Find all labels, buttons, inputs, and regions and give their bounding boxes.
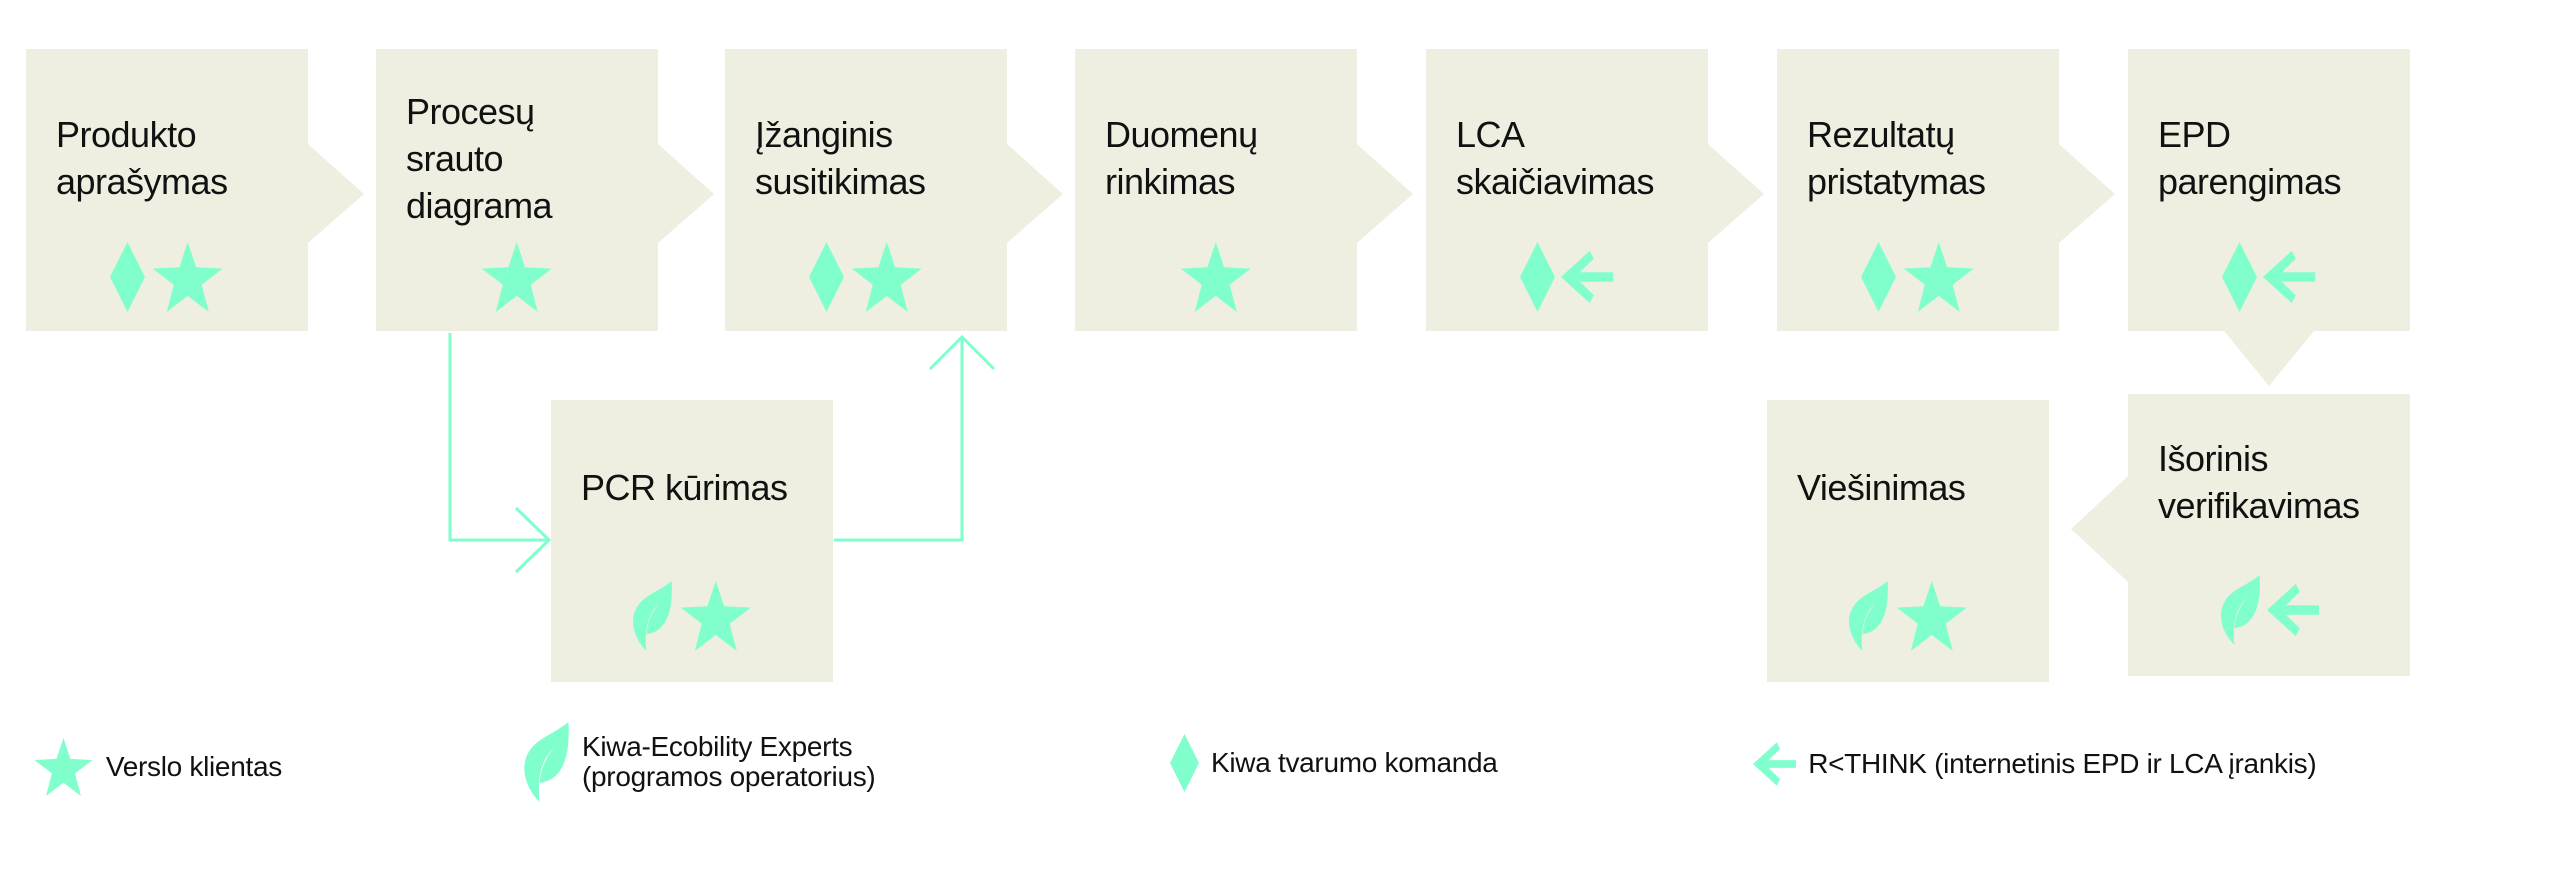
step-label-line: susitikimas (755, 161, 926, 202)
step-roles (1777, 239, 2059, 315)
step-label: Įžanginis susitikimas (755, 49, 999, 267)
step-label-line: Procesų (406, 90, 535, 132)
step-label-line: parengimas (2158, 161, 2342, 202)
arrow-notch-down (2224, 331, 2314, 386)
legend-label-line: Kiwa tvarumo komanda (1211, 747, 1498, 778)
step-produkto: Produkto aprašymas (26, 49, 308, 331)
legend-label: Kiwa-Ecobility Experts(programos operato… (582, 731, 876, 792)
arrow-icon (2266, 583, 2320, 637)
arrow-notch (308, 144, 364, 243)
step-label-line: aprašymas (56, 161, 228, 202)
star-icon (1903, 242, 1974, 312)
step-label: PCR kūrimas (581, 400, 825, 575)
star-icon (152, 242, 223, 312)
leaf-icon (524, 722, 569, 802)
step-label-line: Produkto (56, 114, 197, 155)
step-roles (2128, 572, 2410, 648)
step-label: Rezultatų pristatymas (1807, 49, 2051, 267)
legend-item-diamond: Kiwa tvarumo komanda (1170, 734, 1498, 792)
diamond-icon (808, 242, 844, 312)
step-label: Produkto aprašymas (56, 49, 300, 267)
connector-to-pcr (448, 333, 549, 542)
step-pcr: PCR kūrimas (551, 400, 833, 682)
arrow-notch (1007, 144, 1063, 243)
connector-from-pcr (834, 337, 964, 542)
step-label: Duomenų rinkimas (1105, 49, 1349, 267)
diamond-icon (109, 242, 145, 312)
step-roles (1075, 239, 1357, 315)
step-label-line: pristatymas (1807, 161, 1986, 202)
step-duomenu: Duomenų rinkimas (1075, 49, 1357, 331)
step-label: LCA skaičiavimas (1456, 49, 1700, 267)
diamond-icon (2222, 242, 2258, 312)
step-label-line: LCA (1456, 114, 1525, 155)
arrow-notch (1708, 144, 1764, 243)
diamond-icon (1170, 734, 1199, 792)
step-lca: LCA skaičiavimas (1426, 49, 1708, 331)
arrow-notch-left (2071, 476, 2128, 582)
step-label-line: PCR kūrimas (581, 467, 788, 508)
legend-item-leaf: Kiwa-Ecobility Experts(programos operato… (522, 722, 876, 802)
star-icon (1897, 581, 1967, 651)
step-epd: EPD parengimas (2128, 49, 2410, 331)
arrowhead-right (514, 506, 552, 574)
step-label-line: Išorinis (2158, 437, 2269, 479)
legend-label-line: R<THINK (internetinis EPD ir LCA įrankis… (1808, 748, 2317, 779)
leaf-icon (2220, 575, 2260, 645)
step-label-line: diagrama (406, 184, 553, 226)
step-label-line: EPD (2158, 114, 2231, 155)
diamond-icon (1520, 242, 1556, 312)
step-viesinimas: Viešinimas (1767, 400, 2049, 682)
step-label: Išorinis verifikavimas (2158, 394, 2402, 569)
star-icon (1181, 242, 1251, 312)
step-rezultatu: Rezultatų pristatymas (1777, 49, 2059, 331)
legend-label-line: Verslo klientas (105, 751, 282, 782)
step-label-line: srauto (406, 137, 504, 179)
legend-label: Kiwa tvarumo komanda (1211, 748, 1498, 778)
arrowhead-up (928, 334, 996, 371)
step-roles (1426, 239, 1708, 315)
step-izanginis: Įžanginis susitikimas (725, 49, 1007, 331)
diamond-icon (1860, 242, 1896, 312)
legend-item-star: Verslo klientas (33, 738, 282, 796)
arrow-notch (1357, 144, 1413, 243)
step-label-line: rinkimas (1105, 161, 1236, 202)
step-label-line: verifikavimas (2158, 484, 2360, 526)
step-label: Procesų srauto diagrama (406, 49, 650, 267)
star-icon (851, 242, 922, 312)
legend-label: R<THINK (internetinis EPD ir LCA įrankis… (1808, 749, 2316, 779)
step-label-line: Viešinimas (1797, 467, 1966, 508)
step-procesu: Procesų srauto diagrama (376, 49, 658, 331)
step-roles (725, 239, 1007, 315)
arrow-notch (658, 144, 714, 243)
legend-label: Verslo klientas (106, 752, 282, 782)
arrow-icon (1561, 250, 1614, 304)
step-label-line: Rezultatų (1807, 114, 1955, 155)
step-roles (1767, 578, 2049, 654)
step-roles (551, 578, 833, 654)
step-roles (2128, 239, 2410, 315)
legend-item-arrow: R<THINK (internetinis EPD ir LCA įrankis… (1753, 740, 2317, 788)
leaf-icon (1849, 581, 1889, 651)
step-roles (376, 239, 658, 315)
arrow-notch (2059, 144, 2115, 243)
step-label: Viešinimas (1797, 400, 2041, 575)
legend-label-line: Kiwa-Ecobility Experts (582, 731, 853, 762)
star-icon (482, 242, 552, 312)
step-label-line: skaičiavimas (1456, 161, 1655, 202)
step-isorinis: Išorinis verifikavimas (2128, 394, 2410, 676)
arrow-icon (1753, 742, 1797, 786)
step-label-line: Įžanginis (755, 114, 893, 155)
step-label: EPD parengimas (2158, 49, 2402, 267)
star-icon (34, 738, 93, 796)
star-icon (681, 581, 751, 651)
leaf-icon (633, 581, 673, 651)
step-roles (26, 239, 308, 315)
step-label-line: Duomenų (1105, 114, 1258, 155)
arrow-icon (2263, 250, 2316, 304)
legend-label-line: (programos operatorius) (582, 761, 876, 792)
